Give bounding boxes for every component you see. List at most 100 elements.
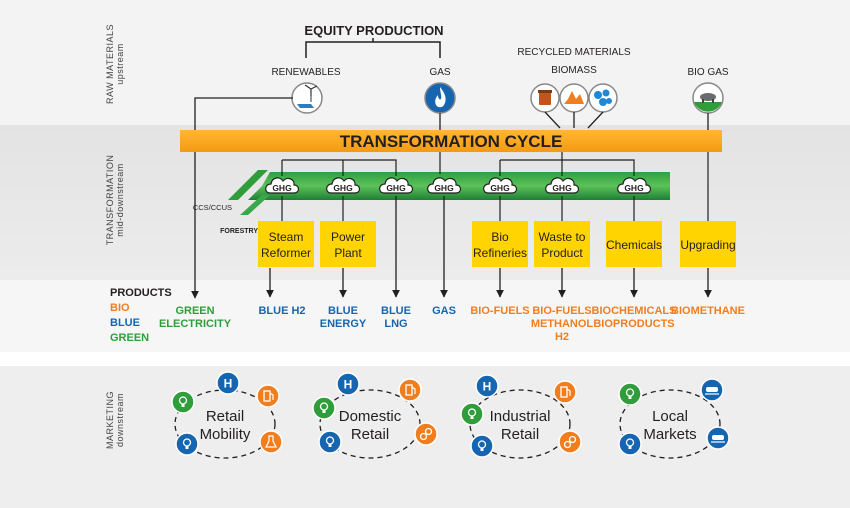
- ghg-cloud-icon: GHG: [483, 177, 518, 194]
- ghg-label: GHG: [386, 183, 406, 193]
- ghg-cloud-icon: GHG: [617, 177, 652, 194]
- wind-solar-icon: [291, 82, 323, 114]
- gas-source-label: GAS: [429, 67, 450, 78]
- ghg-to-box-lines: [281, 152, 709, 221]
- transformation-cycle-bar: [180, 130, 722, 152]
- ghg-cloud-icon: GHG: [545, 177, 580, 194]
- renewables-label: RENEWABLES: [271, 67, 340, 78]
- box-label-line1: Waste to: [539, 230, 586, 244]
- product-label-line: LNG: [384, 318, 407, 330]
- fuel-pump-icon: [553, 380, 577, 404]
- chemicals-box: Chemicals: [606, 221, 662, 267]
- bulb-icon: [312, 396, 336, 420]
- ghg-label: GHG: [333, 183, 353, 193]
- box-label-line1: Power: [331, 230, 365, 244]
- chain-icon: [414, 422, 438, 446]
- bulb-icon: [460, 402, 484, 426]
- ghg-label: GHG: [272, 183, 292, 193]
- flask-icon: [259, 430, 283, 454]
- product-label-line: BLUE H2: [258, 305, 305, 317]
- h-letter: H: [483, 380, 492, 394]
- hydrogen-icon: H: [216, 371, 240, 395]
- connector-recycling: [544, 111, 561, 129]
- ghg-label: GHG: [490, 183, 510, 193]
- band-label-raw: RAW MATERIALS upstream: [105, 24, 125, 104]
- svg-text:upstream: upstream: [115, 43, 125, 85]
- cluster-dashed-ring: [469, 389, 571, 459]
- cluster-label-line1: Industrial: [490, 408, 551, 425]
- product-label-line: GAS: [432, 305, 456, 317]
- ccs-ccus-label: CCS/CCUS: [193, 203, 232, 212]
- product-label-line: ELECTRICITY: [159, 318, 232, 330]
- product-label-line: BIOCHEMICALS: [592, 305, 677, 317]
- biomass-label: BIOMASS: [551, 65, 597, 76]
- legend-green: GREEN: [110, 332, 149, 344]
- box-label-line2: Product: [541, 246, 583, 260]
- h-letter: H: [344, 378, 353, 392]
- band-label-transformation: TRANSFORMATION mid-downstream: [105, 155, 125, 246]
- legend-blue: BLUE: [110, 317, 140, 329]
- bulb-icon: [470, 434, 494, 458]
- cow-icon: [692, 82, 724, 114]
- hydrogen-icon: H: [336, 372, 360, 396]
- connector-drops: [587, 111, 604, 129]
- product-label-line: BLUE: [381, 305, 411, 317]
- fuel-pump-icon: [256, 384, 280, 408]
- product-label-line: ENERGY: [320, 318, 367, 330]
- cluster-label-line1: Local: [652, 408, 688, 425]
- product-label-line: GREEN: [175, 305, 214, 317]
- tanker-icon: [700, 378, 724, 402]
- product-blue-h2: BLUE H2: [258, 305, 305, 317]
- cluster-label-line1: Domestic: [339, 408, 402, 425]
- product-gas: GAS: [432, 305, 456, 317]
- box-label-line2: Reformer: [261, 246, 311, 260]
- tanker-icon: [706, 426, 730, 450]
- cluster-dashed-ring: [619, 389, 721, 459]
- ghg-label: GHG: [624, 183, 644, 193]
- biomass-logs-icon: [559, 83, 589, 113]
- svg-text:mid-downstream: mid-downstream: [115, 163, 125, 237]
- ghg-cloud-icon: GHG: [379, 177, 414, 194]
- svg-text:TRANSFORMATION: TRANSFORMATION: [105, 155, 115, 246]
- product-label-line: BIO-FUELS: [470, 305, 529, 317]
- box-label: Upgrading: [680, 238, 735, 252]
- box-label-line2: Plant: [334, 246, 362, 260]
- products-header: PRODUCTS: [110, 287, 172, 299]
- hydrogen-icon: H: [475, 374, 499, 398]
- box-label-line1: Bio: [491, 230, 509, 244]
- bulb-icon: [175, 432, 199, 456]
- cluster-label-line2: Mobility: [200, 426, 251, 443]
- box-label-line1: Steam: [269, 230, 304, 244]
- fuel-pump-icon: [398, 378, 422, 402]
- product-label-line: H2: [555, 331, 569, 343]
- bulb-icon: [618, 382, 642, 406]
- forestry-label: FORESTRY: [220, 228, 258, 235]
- box-label-line2: Refineries: [473, 246, 527, 260]
- marketing-clusters: RetailMobilityHDomesticRetailHIndustrial…: [171, 371, 730, 459]
- raw-materials-band: [0, 0, 850, 125]
- transformation-cycle-title: TRANSFORMATION CYCLE: [340, 132, 563, 151]
- product-label-line: BIOPRODUCTS: [593, 318, 674, 330]
- product-label-line: METHANOL: [531, 318, 594, 330]
- transformation-boxes: SteamReformerPowerPlantBioRefineriesWast…: [258, 221, 736, 267]
- ghg-clouds: GHG GHG GHG GHG GHG GHG GHG: [265, 177, 652, 194]
- ghg-cloud-icon: GHG: [265, 177, 300, 194]
- cycle-branches: [281, 152, 635, 176]
- ghg-cloud-icon: GHG: [326, 177, 361, 194]
- product-bio-fuels: BIO-FUELS: [470, 305, 529, 317]
- equity-production-label: EQUITY PRODUCTION: [304, 23, 443, 38]
- connector-green-electricity: [191, 97, 293, 299]
- band-label-marketing: MARKETING downstream: [105, 391, 125, 449]
- ghg-cloud-icon: GHG: [427, 177, 462, 194]
- product-biomethane: BIOMETHANE: [671, 305, 745, 317]
- gas-flame-icon: [424, 82, 456, 114]
